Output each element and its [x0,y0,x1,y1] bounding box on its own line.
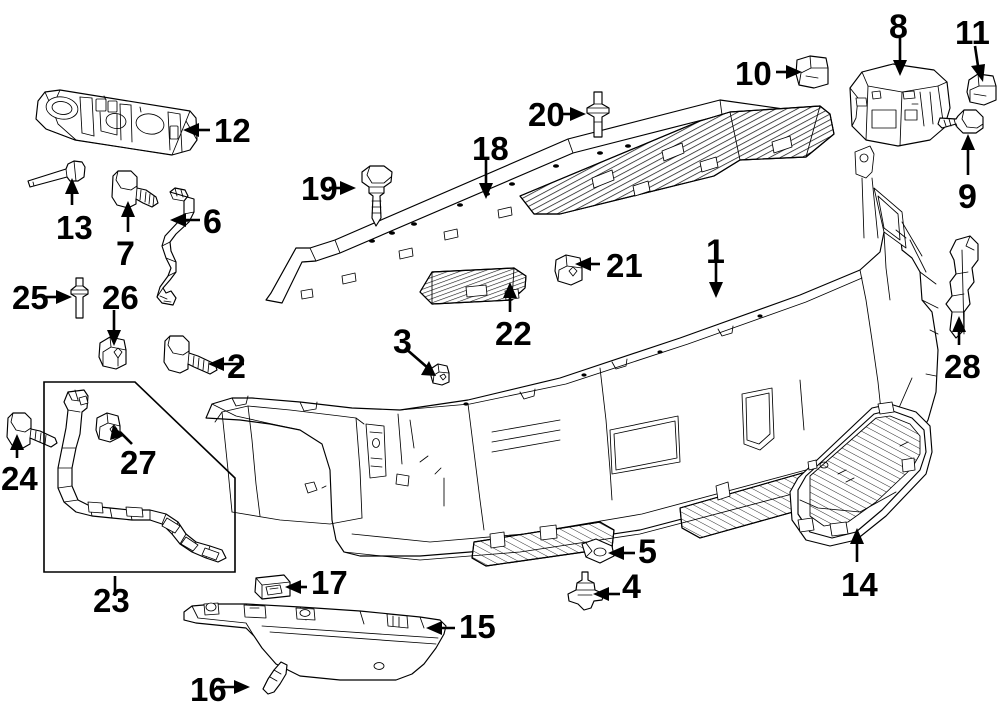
part-19-hex-bolt [361,165,393,227]
part-13-long-bolt [27,160,86,188]
callout-number-12: 12 [214,112,251,149]
callout-number-15: 15 [459,608,496,645]
part-3-retainer-clip [430,363,450,386]
callout-number-11: 11 [955,14,990,51]
callout-number-6: 6 [203,203,222,241]
part-15-lower-valance [183,602,447,681]
part-4-push-pin-retainer [567,571,605,611]
part-2-hex-flange-bolt [163,335,218,375]
part-20-push-pin [586,91,610,138]
part-10-square-clip [795,55,829,89]
part-23-side-retainer-boxed-assembly [43,381,236,573]
callout-number-1: 1 [706,233,725,271]
callout-number-4: 4 [622,568,641,606]
part-9-screw [937,109,984,134]
callout-number-26: 26 [102,279,139,316]
callout-number-10: 10 [735,55,772,92]
callout-number-5: 5 [638,533,657,571]
callout-number-23: 23 [93,582,130,619]
callout-number-16: 16 [190,671,227,708]
callout-number-14: 14 [841,566,878,603]
callout-number-27: 27 [120,444,157,481]
part-21-clip-retainer [554,254,583,286]
part-18-impact-bar [265,99,835,304]
callout-number-24: 24 [1,460,38,497]
part-22-absorber-pad [419,267,527,305]
part-25-push-pin-rivet [70,277,89,319]
part-6-wiring-harness [156,187,195,306]
callout-leaders [10,38,985,694]
part-23-bracket-detail [57,389,227,563]
callout-number-8: 8 [889,8,908,46]
part-16-pin-clip [262,661,288,695]
part-5-bracket-tab-plate [581,538,615,564]
callout-number-25: 25 [12,279,49,316]
callout-number-19: 19 [301,170,338,207]
part-12-reinforcement-bracket [35,89,198,156]
callout-number-28: 28 [944,348,981,385]
callout-number-3: 3 [393,323,412,361]
part-28-side-support-bracket [945,235,979,339]
part-14-step-pad [789,401,933,547]
callout-number-18: 18 [472,130,509,167]
callout-number-20: 20 [528,96,565,133]
part-8-sensor-housing [849,63,951,147]
callout-number-17: 17 [311,564,348,601]
part-26-retainer-clip [98,336,127,370]
part-7-washer-head-screw [111,170,159,209]
callout-number-7: 7 [116,235,135,273]
callout-number-2: 2 [227,348,246,386]
callout-number-9: 9 [958,178,977,216]
callout-number-22: 22 [495,315,532,352]
callout-number-13: 13 [56,209,93,246]
callout-number-21: 21 [606,247,643,284]
part-17-retainer-bracket [254,574,291,600]
